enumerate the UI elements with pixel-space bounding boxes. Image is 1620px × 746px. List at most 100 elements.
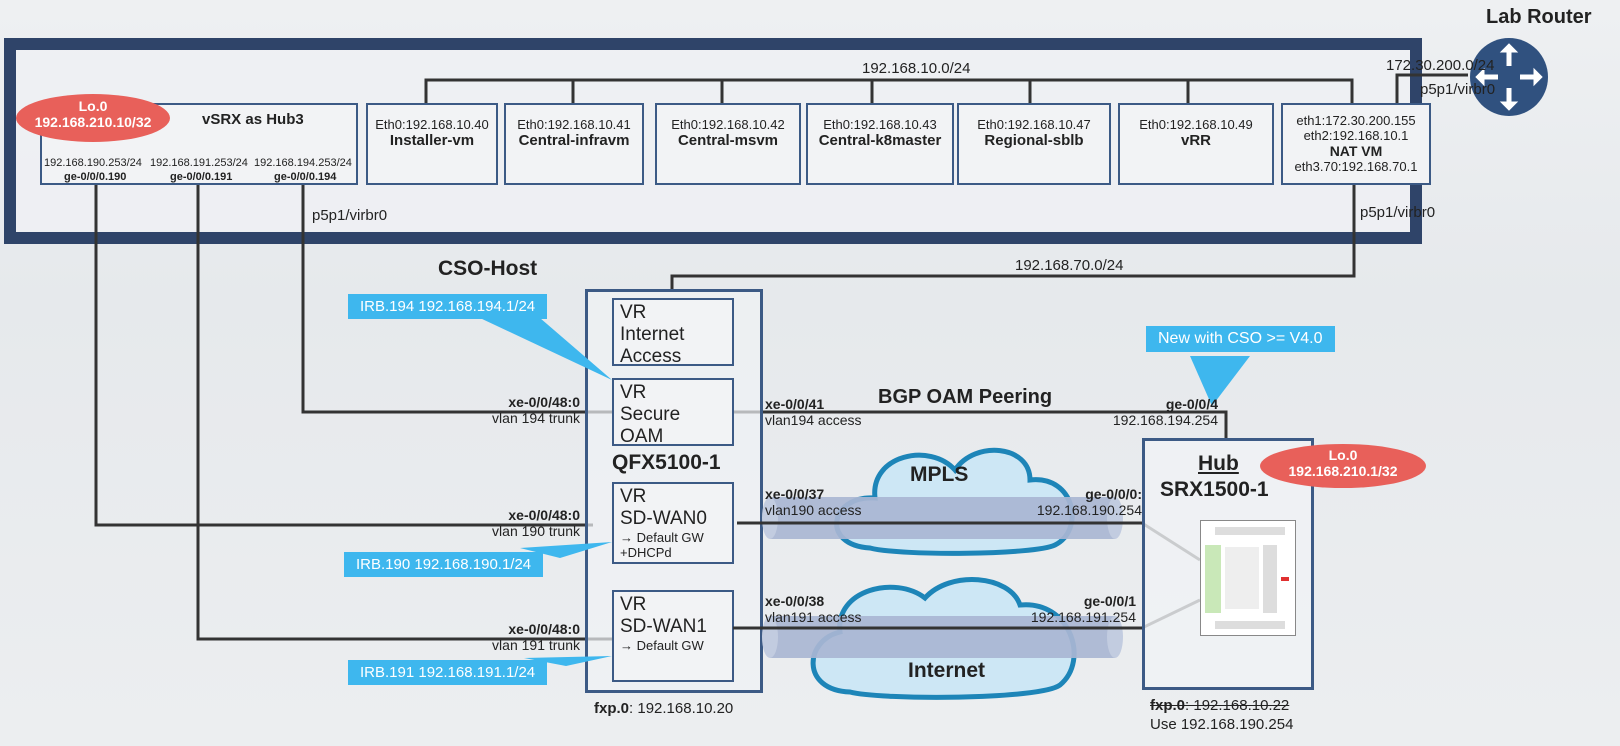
vm-ip: Eth0:192.168.10.49 bbox=[1139, 117, 1253, 132]
ext-interface-label: p5p1/virbr0 bbox=[1420, 81, 1496, 98]
link191-if: xe-0/0/48:0 bbox=[508, 621, 580, 637]
hub-routing-thumbnail bbox=[1200, 520, 1296, 636]
callout-irb194: IRB.194 192.168.194.1/24 bbox=[348, 294, 548, 319]
hub-ge0-ip: 192.168.190.254 bbox=[1036, 502, 1142, 518]
vsrx-hub3-title: vSRX as Hub3 bbox=[202, 111, 304, 128]
vm-name: Central-k8master bbox=[818, 132, 942, 149]
link37-desc: vlan190 access bbox=[765, 502, 862, 518]
router-icon[interactable] bbox=[1470, 38, 1548, 116]
hub3-lo-name: Lo.0 bbox=[78, 98, 108, 114]
qfx-fxp: fxp.0: 192.168.10.20 bbox=[594, 700, 733, 717]
link190-desc: vlan 190 trunk bbox=[492, 523, 580, 539]
oam-network-label: 192.168.70.0/24 bbox=[1015, 257, 1124, 274]
mpls-label: MPLS bbox=[910, 463, 969, 486]
hub3-if3-name: ge-0/0/0.194 bbox=[274, 171, 337, 183]
hub-ge1-label: ge-0/0/1 192.168.191.254 bbox=[1031, 593, 1136, 625]
vr-wan0-note1: → Default GW bbox=[620, 530, 704, 545]
vr-internet-access[interactable]: VR Internet Access bbox=[612, 298, 734, 367]
vm-ip: Eth0:192.168.10.41 bbox=[517, 117, 631, 132]
vm-installer[interactable]: Eth0:192.168.10.40 Installer-vm bbox=[366, 103, 498, 185]
hub-fxp-label: fxp.0 bbox=[1150, 697, 1186, 714]
hub3-if1-ip: 192.168.190.253/24 bbox=[44, 157, 142, 169]
vr-sd-wan0[interactable]: VR SD-WAN0 → Default GW +DHCPd bbox=[612, 482, 734, 564]
vm-central-infravm[interactable]: Eth0:192.168.10.41 Central-infravm bbox=[504, 103, 644, 185]
thumb-nat-mark bbox=[1281, 577, 1289, 581]
hub-ge1-if: ge-0/0/1 bbox=[1083, 593, 1136, 609]
hub-title: Hub bbox=[1198, 452, 1239, 475]
lab-router-label: Lab Router bbox=[1486, 6, 1592, 28]
vr-secure-oam[interactable]: VR Secure OAM bbox=[612, 378, 734, 447]
vr-wan1-title: VR SD-WAN1 bbox=[620, 594, 707, 637]
vm-name: Central-infravm bbox=[518, 132, 630, 149]
hub-ge4-ip: 192.168.194.254 bbox=[1112, 412, 1218, 428]
thumb-left-col bbox=[1205, 545, 1221, 613]
link41-desc: vlan194 access bbox=[765, 412, 862, 428]
hub-ge4-if: ge-0/0/4 bbox=[1165, 396, 1218, 412]
hub-ge4-label: ge-0/0/4 192.168.194.254 bbox=[1113, 396, 1218, 428]
link37-label: xe-0/0/37 vlan190 access bbox=[765, 486, 862, 518]
link190-label: xe-0/0/48:0 vlan 190 trunk bbox=[492, 507, 580, 539]
qfx-name: QFX5100-1 bbox=[612, 451, 721, 474]
link190-if: xe-0/0/48:0 bbox=[508, 507, 580, 523]
link41-if: xe-0/0/41 bbox=[765, 396, 825, 412]
vr-wan0-note2: +DHCPd bbox=[620, 545, 672, 560]
link191-label: xe-0/0/48:0 vlan 191 trunk bbox=[492, 621, 580, 653]
nat-eth2: eth2:192.168.10.1 bbox=[1303, 128, 1409, 143]
vm-ip: Eth0:192.168.10.47 bbox=[977, 117, 1091, 132]
vm-nat[interactable]: eth1:172.30.200.155 eth2:192.168.10.1 NA… bbox=[1281, 103, 1431, 185]
vm-ip: Eth0:192.168.10.43 bbox=[823, 117, 937, 132]
callout-irb191: IRB.191 192.168.191.1/24 bbox=[348, 660, 548, 685]
link194-label: xe-0/0/48:0 vlan 194 trunk bbox=[492, 394, 580, 426]
vr-sd-wan1[interactable]: VR SD-WAN1 → Default GW bbox=[612, 590, 734, 682]
right-interface-label: p5p1/virbr0 bbox=[1360, 204, 1436, 221]
hub3-loopback-badge: Lo.0 192.168.210.10/32 bbox=[16, 94, 170, 142]
hub3-if2-ip: 192.168.191.253/24 bbox=[150, 157, 248, 169]
left-interface-label: p5p1/virbr0 bbox=[312, 207, 388, 224]
hub-ge0-label: ge-0/0/0: 192.168.190.254 bbox=[1037, 486, 1142, 518]
hub-loopback-badge: Lo.0 192.168.210.1/32 bbox=[1260, 444, 1426, 488]
hub-lo-name: Lo.0 bbox=[1328, 447, 1358, 463]
link41-label: xe-0/0/41 vlan194 access bbox=[765, 396, 862, 428]
hub3-if2-name: ge-0/0/0.191 bbox=[170, 171, 233, 183]
vm-central-k8master[interactable]: Eth0:192.168.10.43 Central-k8master bbox=[806, 103, 954, 185]
callout-irb190: IRB.190 192.168.190.1/24 bbox=[344, 552, 544, 577]
link191-desc: vlan 191 trunk bbox=[492, 637, 580, 653]
hub-fxp: fxp.0: 192.168.10.22 bbox=[1150, 697, 1289, 714]
ext-network-label: 172.30.200.0/24 bbox=[1386, 57, 1495, 74]
internet-pipe bbox=[762, 616, 1123, 658]
hub-ge0-if: ge-0/0/0: bbox=[1085, 486, 1142, 502]
thumb-center bbox=[1225, 547, 1259, 609]
link38-desc: vlan191 access bbox=[765, 609, 862, 625]
vm-ip: Eth0:192.168.10.40 bbox=[375, 117, 489, 132]
link38-if: xe-0/0/38 bbox=[765, 593, 825, 609]
hub-lo-ip: 192.168.210.1/32 bbox=[1288, 463, 1398, 479]
vm-name: Regional-sblb bbox=[984, 132, 1084, 149]
mpls-pipe bbox=[762, 497, 1123, 539]
vr-wan0-title: VR SD-WAN0 bbox=[620, 486, 707, 529]
qfx-fxp-label: fxp.0 bbox=[594, 700, 630, 717]
link194-if: xe-0/0/48:0 bbox=[508, 394, 580, 410]
nat-eth1: eth1:172.30.200.155 bbox=[1296, 113, 1416, 128]
vm-vrr[interactable]: Eth0:192.168.10.49 vRR bbox=[1118, 103, 1274, 185]
hub-fxp-ip: : 192.168.10.22 bbox=[1185, 697, 1290, 714]
hub-ge1-ip: 192.168.191.254 bbox=[1030, 609, 1136, 625]
vm-name: Central-msvm bbox=[677, 132, 779, 149]
link194-desc: vlan 194 trunk bbox=[492, 410, 580, 426]
internet-label: Internet bbox=[908, 659, 986, 682]
hub-use-note: Use 192.168.190.254 bbox=[1150, 716, 1294, 733]
hub3-if3-ip: 192.168.194.253/24 bbox=[254, 157, 352, 169]
vm-ip: Eth0:192.168.10.42 bbox=[671, 117, 785, 132]
nat-name: NAT VM bbox=[1329, 143, 1383, 159]
mgmt-network-label: 192.168.10.0/24 bbox=[862, 60, 971, 77]
nat-eth3: eth3.70:192.168.70.1 bbox=[1294, 159, 1418, 174]
vm-regional-sblb[interactable]: Eth0:192.168.10.47 Regional-sblb bbox=[957, 103, 1111, 185]
vm-name: vRR bbox=[1180, 132, 1211, 149]
vm-name: Installer-vm bbox=[389, 132, 475, 149]
cso-host-title: CSO-Host bbox=[438, 257, 538, 280]
thumb-table-bottom bbox=[1215, 621, 1285, 629]
hub3-if1-name: ge-0/0/0.190 bbox=[64, 171, 127, 183]
vm-central-msvm[interactable]: Eth0:192.168.10.42 Central-msvm bbox=[655, 103, 801, 185]
thumb-right-col bbox=[1263, 545, 1277, 613]
